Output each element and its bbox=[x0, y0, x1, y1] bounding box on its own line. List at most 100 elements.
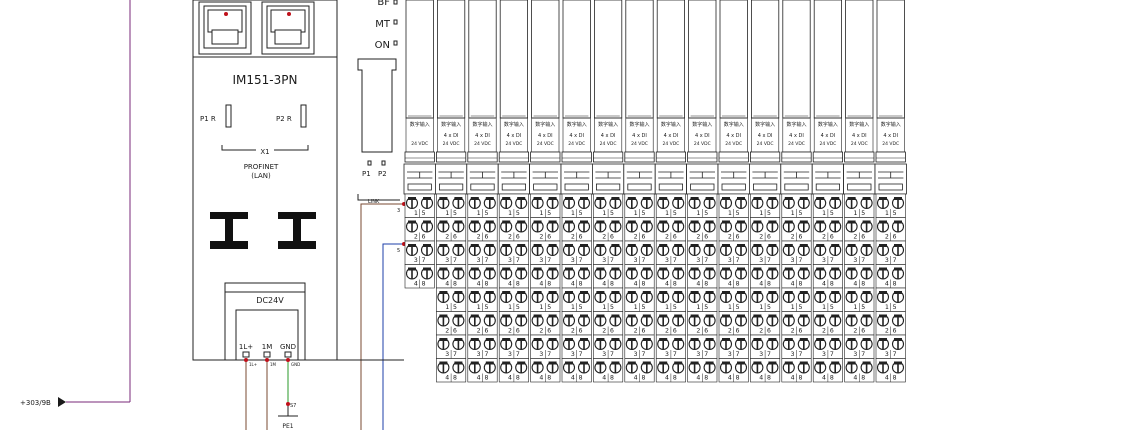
module-header: 4 x DI bbox=[601, 133, 616, 139]
rj45-port-1-icon[interactable] bbox=[198, 1, 252, 55]
wire-term-3-label: 3 bbox=[397, 208, 400, 214]
terminal-1m-small: 1M bbox=[270, 362, 277, 367]
module-sub: 24 VDC bbox=[631, 141, 648, 147]
module-header: 4 x DI bbox=[758, 133, 773, 139]
module-header: 4 x DI bbox=[821, 133, 836, 139]
module-type-label: 数字输入 bbox=[472, 121, 492, 128]
status-p2: P2 bbox=[378, 170, 387, 178]
ground-pin-label: S7 bbox=[290, 403, 296, 409]
module-type-label: 数字输入 bbox=[598, 121, 618, 128]
module-sub: 24 VDC bbox=[537, 141, 554, 147]
module-header: 4 x DI bbox=[883, 133, 898, 139]
module-type-label: 数字输入 bbox=[755, 121, 775, 128]
module-type-label: 数字输入 bbox=[661, 121, 681, 128]
module-type-label: 数字输入 bbox=[881, 121, 901, 128]
module-sub: 24 VDC bbox=[505, 141, 522, 147]
module-sub: 24 VDC bbox=[882, 141, 899, 147]
left-cable-ref: +303/9B bbox=[20, 399, 51, 407]
terminal-1m-label: 1M bbox=[262, 343, 273, 351]
port-2-label: P2 R bbox=[276, 115, 292, 123]
module-header: 4 x DI bbox=[475, 133, 490, 139]
status-column: BF MT ON P1 P2 LINK bbox=[357, 0, 400, 205]
wire-term-3 bbox=[360, 203, 404, 430]
module-type-label: 数字输入 bbox=[535, 121, 555, 128]
module-type-label: 数字输入 bbox=[786, 121, 806, 128]
module-header: 4 x DI bbox=[852, 133, 867, 139]
x1-label: X1 bbox=[260, 148, 269, 156]
module-header: 4 x DI bbox=[789, 133, 804, 139]
module-type-label: 数字输入 bbox=[629, 121, 649, 128]
wire-term-5-label: 5 bbox=[397, 248, 400, 254]
module-sub: 24 VDC bbox=[819, 141, 836, 147]
module-header: 4 x DI bbox=[507, 133, 522, 139]
port-1-label: P1 R bbox=[200, 115, 216, 123]
status-slot bbox=[357, 58, 397, 153]
terminal-gnd-label: GND bbox=[280, 343, 296, 351]
module-sub: 24 VDC bbox=[851, 141, 868, 147]
wire-term-5 bbox=[382, 243, 404, 430]
module-header: 4 x DI bbox=[695, 133, 710, 139]
status-p1: P1 bbox=[362, 170, 371, 178]
module-type-label: 数字输入 bbox=[724, 121, 744, 128]
rail-clip-right-icon bbox=[278, 212, 316, 249]
module-type-label: 数字输入 bbox=[849, 121, 869, 128]
module-header: 4 x DI bbox=[444, 133, 459, 139]
module-header: 4 x DI bbox=[664, 133, 679, 139]
module-sub: 24 VDC bbox=[600, 141, 617, 147]
rj45-port-2-icon[interactable] bbox=[261, 1, 315, 55]
module-header: 4 x DI bbox=[569, 133, 584, 139]
profinet-label: PROFINET bbox=[244, 163, 279, 171]
power-header: DC24V bbox=[256, 296, 284, 305]
module-title: IM151-3PN bbox=[233, 73, 298, 87]
im151-module: IM151-3PN P1 R P2 R X1 PROFINET (LAN) DC… bbox=[192, 0, 338, 430]
module-type-label: 数字输入 bbox=[410, 121, 430, 128]
lan-label: (LAN) bbox=[251, 172, 271, 180]
module-sub: 24 VDC bbox=[662, 141, 679, 147]
purple-cable: +303/9B bbox=[20, 0, 131, 407]
terminal-1l-label: 1L+ bbox=[239, 343, 253, 351]
module-type-label: 数字输入 bbox=[504, 121, 524, 128]
module-header: 4 x DI bbox=[632, 133, 647, 139]
terminal-1l-small: 1L+ bbox=[249, 362, 257, 367]
module-type-label: 数字输入 bbox=[567, 121, 587, 128]
module-sub: 24 VDC bbox=[788, 141, 805, 147]
module-sub: 24 VDC bbox=[725, 141, 742, 147]
status-on: ON bbox=[375, 40, 390, 51]
ground-ref: PE1 bbox=[282, 423, 293, 430]
module-type-label: 数字输入 bbox=[692, 121, 712, 128]
status-link: LINK bbox=[368, 199, 380, 205]
module-sub: 24 VDC bbox=[474, 141, 491, 147]
port-2-led bbox=[300, 104, 307, 128]
module-sub: 24 VDC bbox=[411, 141, 428, 147]
module-sub: 24 VDC bbox=[568, 141, 585, 147]
module-type-label: 数字输入 bbox=[818, 121, 838, 128]
status-mt: MT bbox=[375, 19, 391, 30]
module-sub: 24 VDC bbox=[694, 141, 711, 147]
rail-clip-left-icon bbox=[210, 212, 248, 249]
module-header: 4 x DI bbox=[726, 133, 741, 139]
module-sub: 24 VDC bbox=[757, 141, 774, 147]
port-1-led bbox=[225, 104, 232, 128]
arrow-icon bbox=[58, 397, 66, 407]
module-sub: 24 VDC bbox=[443, 141, 460, 147]
power-connector: DC24V 1L+ 1M GND 1L+ 1M GND bbox=[224, 282, 306, 367]
terminal-gnd-small: GND bbox=[291, 362, 300, 367]
